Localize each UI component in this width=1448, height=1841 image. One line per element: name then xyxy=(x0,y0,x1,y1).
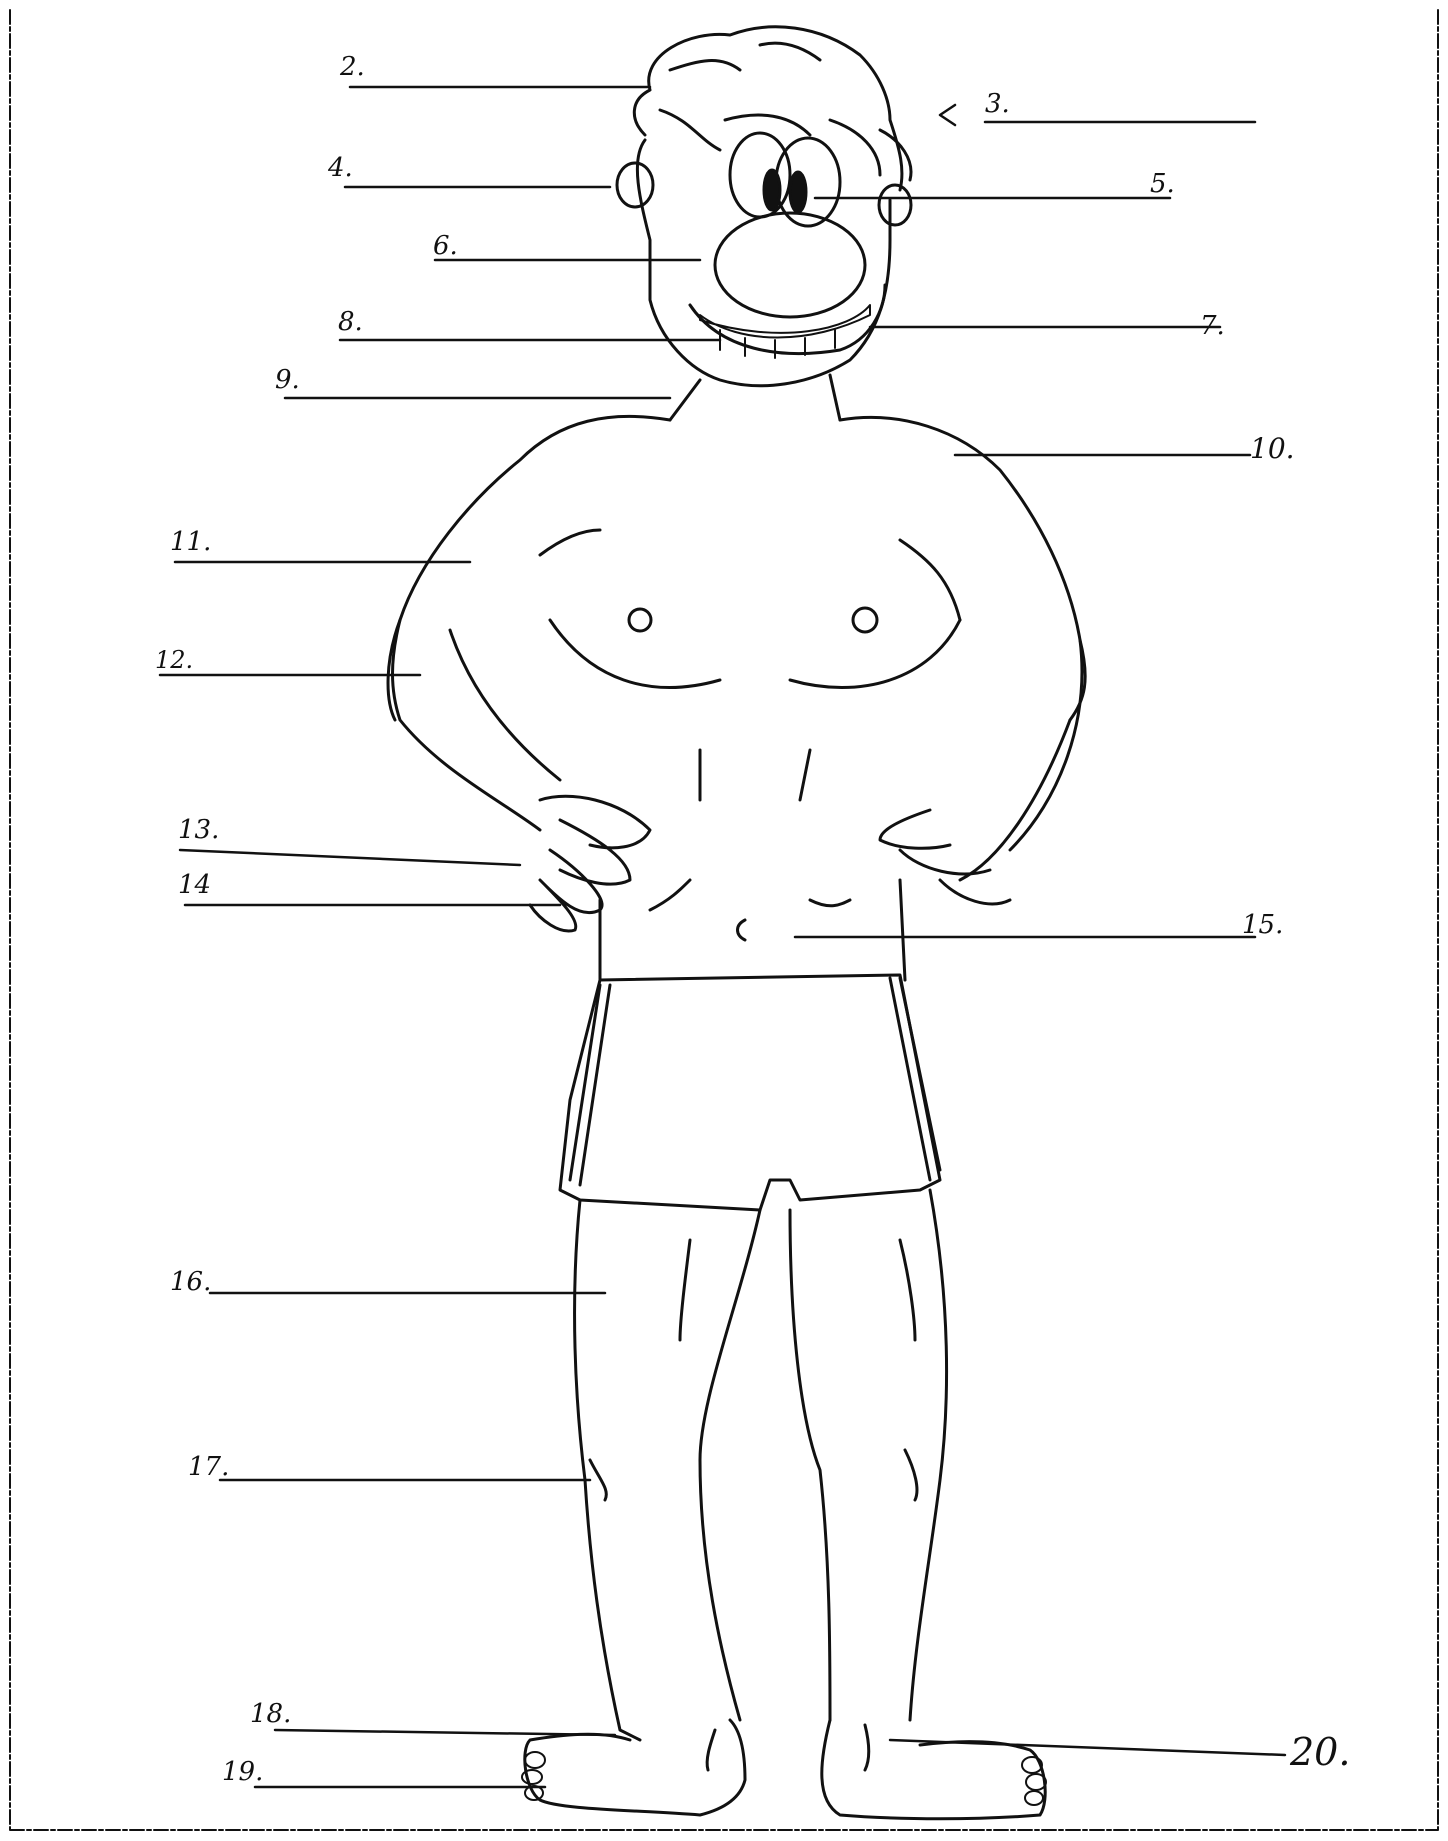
left-arm xyxy=(393,620,561,830)
label-18: 18. xyxy=(250,1699,291,1729)
nose xyxy=(715,213,865,317)
leader-line-13 xyxy=(180,850,520,865)
label-20: 20. xyxy=(1289,1730,1350,1774)
right-leg xyxy=(790,1190,947,1720)
label-16: 16. xyxy=(170,1267,211,1297)
left-nipple xyxy=(629,609,651,631)
label-4: 4. xyxy=(327,153,353,183)
label-3: 3. xyxy=(985,89,1010,119)
label-2: 2. xyxy=(339,52,365,82)
label-15: 15. xyxy=(1242,910,1283,940)
label-5: 5. xyxy=(1150,169,1175,199)
label-7: 7. xyxy=(1200,311,1225,341)
left-ear xyxy=(617,163,653,207)
part-labels: 2. 3. 4. 5. 6. 7. 8. 9. 10. 11. 12. 13. … xyxy=(155,52,1350,1787)
left-hand xyxy=(530,796,650,931)
right-arm xyxy=(960,640,1082,880)
neck xyxy=(670,375,840,420)
label-19: 19. xyxy=(222,1757,263,1787)
leader-line-18 xyxy=(275,1730,615,1735)
right-nipple xyxy=(853,608,877,632)
page-border xyxy=(10,10,1438,1830)
chest xyxy=(550,620,960,688)
right-foot xyxy=(822,1720,1045,1819)
label-14: 14 xyxy=(178,870,211,900)
label-17: 17. xyxy=(188,1452,229,1482)
torso-outline xyxy=(388,416,1085,720)
label-13: 13. xyxy=(178,815,219,845)
label-8: 8. xyxy=(338,307,363,337)
right-ear xyxy=(879,185,911,225)
label-12: 12. xyxy=(155,646,193,674)
shorts xyxy=(560,975,940,1210)
label-11: 11. xyxy=(170,527,211,557)
label-10: 10. xyxy=(1250,432,1295,465)
leader-line-20 xyxy=(890,1740,1285,1755)
bracket-3 xyxy=(940,105,955,125)
hair xyxy=(634,27,911,190)
waist xyxy=(600,880,905,980)
label-6: 6. xyxy=(433,231,458,261)
leader-lines xyxy=(160,87,1285,1787)
belly-button xyxy=(738,920,746,940)
left-leg xyxy=(575,1200,760,1740)
cartoon-man-figure xyxy=(388,27,1085,1819)
label-9: 9. xyxy=(275,365,300,395)
